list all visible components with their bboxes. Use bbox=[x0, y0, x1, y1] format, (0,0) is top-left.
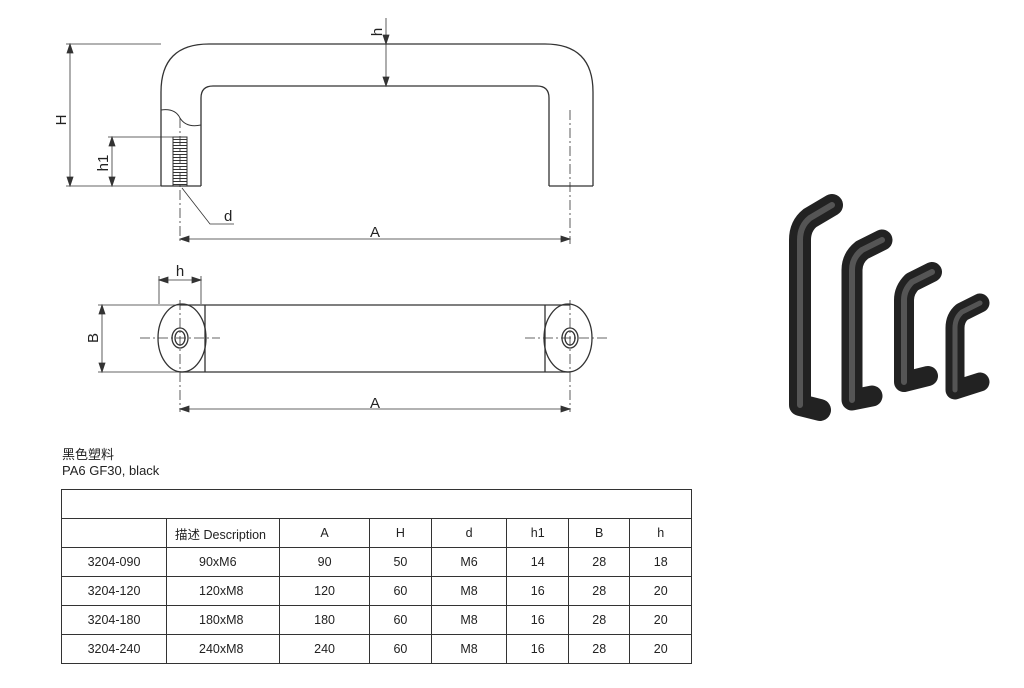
cell-d: M8 bbox=[430, 576, 508, 606]
cell-h: 18 bbox=[629, 547, 692, 577]
cell-H: 60 bbox=[369, 576, 432, 606]
material-english: PA6 GF30, black bbox=[62, 463, 160, 478]
cell-h1: 16 bbox=[506, 634, 569, 664]
col-header-A: A bbox=[278, 518, 371, 548]
spec-table: 描述 Description A H d h1 B h 3204-090 90x… bbox=[61, 489, 692, 664]
col-header-h: h bbox=[629, 518, 692, 548]
handle-inner-profile bbox=[200, 85, 550, 186]
table-header-row: 描述 Description A H d h1 B h bbox=[61, 518, 692, 548]
cell-A: 120 bbox=[278, 576, 371, 606]
front-view bbox=[160, 43, 594, 244]
cell-part: 3204-180 bbox=[61, 605, 167, 635]
col-header-description: 描述 Description bbox=[166, 518, 280, 548]
cell-H: 60 bbox=[369, 634, 432, 664]
cell-d: M8 bbox=[430, 634, 508, 664]
dim-label-A-top: A bbox=[370, 395, 380, 412]
cell-d: M6 bbox=[430, 547, 508, 577]
cell-A: 240 bbox=[278, 634, 371, 664]
cell-h: 20 bbox=[629, 576, 692, 606]
cell-B: 28 bbox=[567, 576, 631, 606]
cell-H: 60 bbox=[369, 605, 432, 635]
table-row: 3204-180 180xM8 180 60 M8 16 28 20 bbox=[61, 605, 692, 635]
col-header-H: H bbox=[369, 518, 432, 548]
top-dimensions bbox=[98, 276, 572, 413]
table-row: 3204-240 240xM8 240 60 M8 16 28 20 bbox=[61, 634, 692, 664]
handle-render-090 bbox=[945, 293, 990, 400]
cell-description: 240xM8 bbox=[166, 634, 280, 664]
cell-h1: 16 bbox=[506, 605, 569, 635]
top-view bbox=[140, 300, 610, 412]
cell-description: 90xM6 bbox=[166, 547, 280, 577]
handle-product-render bbox=[789, 194, 990, 421]
cell-B: 28 bbox=[567, 547, 631, 577]
col-header-d: d bbox=[430, 518, 508, 548]
dim-label-A-front: A bbox=[370, 224, 380, 241]
cell-h: 20 bbox=[629, 634, 692, 664]
table-row: 3204-120 120xM8 120 60 M8 16 28 20 bbox=[61, 576, 692, 606]
dim-label-h1: h1 bbox=[95, 155, 112, 172]
cell-B: 28 bbox=[567, 634, 631, 664]
table-title-row bbox=[61, 489, 692, 519]
dim-label-h-top: h bbox=[176, 263, 184, 280]
dim-label-B: B bbox=[85, 333, 102, 343]
handle-render-120 bbox=[894, 262, 942, 392]
col-header-h1: h1 bbox=[506, 518, 569, 548]
dim-label-H: H bbox=[53, 115, 70, 126]
handle-render-180 bbox=[841, 229, 893, 411]
cell-A: 180 bbox=[278, 605, 371, 635]
cell-part: 3204-240 bbox=[61, 634, 167, 664]
cell-part: 3204-090 bbox=[61, 547, 167, 577]
col-header-B: B bbox=[567, 518, 631, 548]
cell-A: 90 bbox=[278, 547, 371, 577]
cell-description: 120xM8 bbox=[166, 576, 280, 606]
col-header-part bbox=[61, 518, 167, 548]
cell-h1: 14 bbox=[506, 547, 569, 577]
material-chinese: 黑色塑料 bbox=[62, 447, 115, 462]
cell-H: 50 bbox=[369, 547, 432, 577]
dim-label-h-front: h bbox=[369, 28, 386, 36]
handle-outer-profile bbox=[160, 43, 594, 186]
cell-d: M8 bbox=[430, 605, 508, 635]
table-row: 3204-090 90xM6 90 50 M6 14 28 18 bbox=[61, 547, 692, 577]
handle-render-240 bbox=[789, 194, 843, 421]
cell-B: 28 bbox=[567, 605, 631, 635]
dim-label-d: d bbox=[224, 208, 232, 225]
front-dimensions bbox=[66, 18, 572, 243]
cell-h1: 16 bbox=[506, 576, 569, 606]
cell-part: 3204-120 bbox=[61, 576, 167, 606]
cell-h: 20 bbox=[629, 605, 692, 635]
cell-description: 180xM8 bbox=[166, 605, 280, 635]
